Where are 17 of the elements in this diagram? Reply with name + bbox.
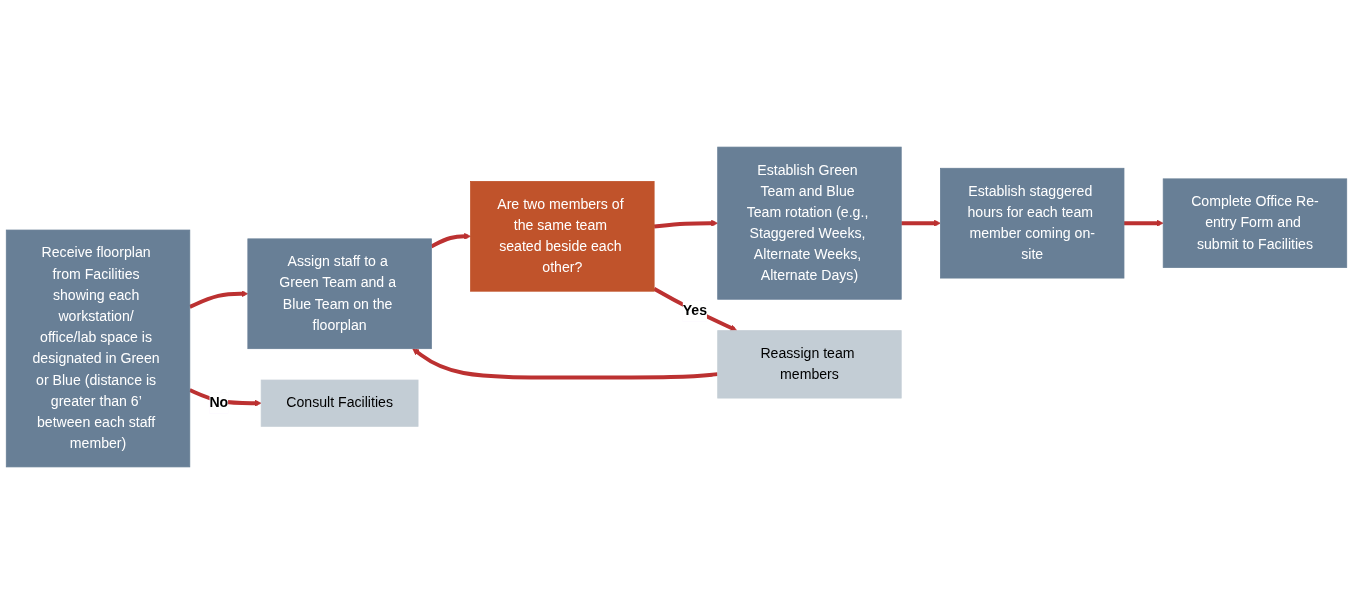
edge-label: Yes <box>682 302 707 319</box>
arrow <box>653 219 718 229</box>
node-box: Establish staggered hours for each team member coming on-site <box>940 167 1125 279</box>
arrow <box>901 219 941 227</box>
arrow <box>653 287 738 332</box>
node-box: Establish Green Team and Blue Team rotation (e.g., Staggered Weeks, Alternate Weeks, Alternate Days) <box>717 146 902 300</box>
node-box: Receive floorplan from Facilities showing each workstation/ office/lab space is designated in Green or Blue (distance is greater than 6’ between each staff member) <box>5 229 191 468</box>
node-box: Consult Facilities <box>260 379 419 427</box>
edge-label: No <box>209 394 229 411</box>
node-box: Assign staff to a Green Team and a Blue Team on the floorplan <box>247 238 432 350</box>
arrow <box>430 232 471 249</box>
arrow <box>1124 219 1164 227</box>
arrow <box>412 348 718 380</box>
node-box: Are two members of the same team seated beside each other? <box>470 181 655 292</box>
node-box: Complete Office Re-entry Form and submit to Facilities <box>1162 178 1348 268</box>
node-box: Reassign team members <box>717 330 902 399</box>
arrow <box>189 290 249 309</box>
